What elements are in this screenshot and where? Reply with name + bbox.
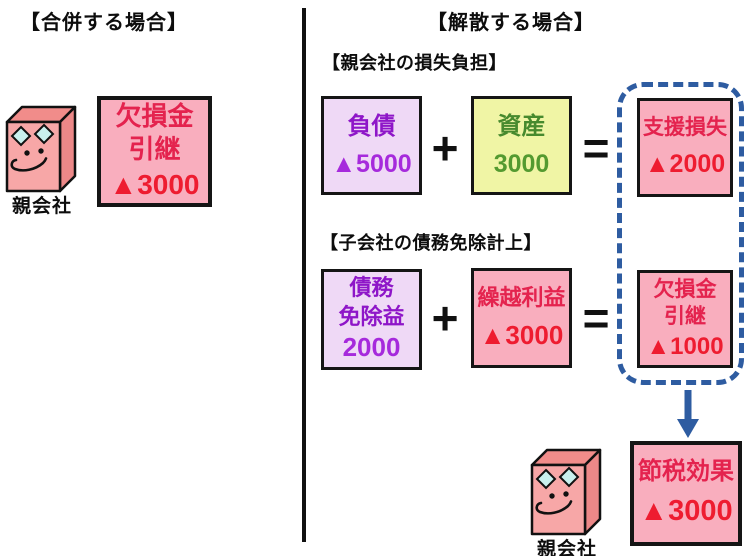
carried-forward-profit-box: 繰越利益 ▲3000 — [471, 268, 572, 368]
diamond-eye-icon — [558, 466, 580, 488]
box-line: ▲1000 — [646, 332, 724, 360]
assets-box: 資産 3000 — [471, 96, 572, 195]
box-line: 節税効果 — [638, 458, 734, 486]
box-line: 欠損金 — [653, 277, 717, 301]
parent-loss-heading: 【親会社の損失負担】 — [322, 53, 507, 73]
down-arrow-icon — [677, 390, 699, 438]
box-line: 債務 — [349, 274, 394, 300]
box-line: 2000 — [342, 332, 401, 363]
box-line: ▲3000 — [109, 169, 200, 201]
box-line: ▲2000 — [644, 150, 726, 179]
plus-operator: + — [431, 292, 459, 344]
parent-company-character — [5, 105, 77, 193]
box-line: 欠損金 — [115, 100, 194, 131]
smile-mouth-icon — [10, 157, 48, 172]
debt-forgiveness-gain-box: 債務 免除益 2000 — [321, 269, 422, 370]
equals-operator: = — [582, 292, 610, 344]
box-line: 3000 — [493, 149, 550, 178]
box-line: 負債 — [347, 112, 396, 140]
diamond-eye-icon — [33, 123, 55, 145]
box-line: 資産 — [497, 112, 546, 140]
equals-operator: = — [582, 122, 610, 174]
liabilities-box: 負債 ▲5000 — [321, 96, 422, 195]
tax-saving-box: 節税効果 ▲3000 — [630, 441, 742, 546]
vertical-divider — [302, 8, 306, 542]
box-line: ▲5000 — [331, 149, 412, 178]
box-line: 支援損失 — [643, 116, 727, 140]
merger-case-title: 【合併する場合】 — [20, 12, 188, 34]
diamond-eye-icon — [535, 468, 557, 490]
box-line: 引継 — [664, 305, 706, 329]
diamond-eye-icon — [10, 125, 32, 147]
smile-mouth-icon — [535, 500, 573, 515]
box-line: ▲3000 — [639, 495, 733, 528]
deficit-carryover-box: 欠損金 引継 ▲3000 — [97, 96, 212, 207]
box-line: 引継 — [128, 134, 181, 165]
parent-company-character — [530, 448, 602, 536]
box-line: 繰越利益 — [477, 284, 566, 310]
deficit-carryover-small-box: 欠損金 引継 ▲1000 — [637, 270, 733, 368]
support-loss-box: 支援損失 ▲2000 — [637, 98, 733, 197]
subsidiary-heading: 【子会社の債務免除計上】 — [320, 233, 542, 253]
dissolution-case-title: 【解散する場合】 — [427, 12, 595, 34]
highlight-dashed-frame — [617, 82, 744, 385]
box-line: 免除益 — [338, 303, 405, 329]
box-line: ▲3000 — [479, 319, 564, 350]
parent-company-label: 親会社 — [11, 196, 72, 217]
parent-company-label: 親会社 — [536, 539, 597, 556]
plus-operator: + — [431, 122, 459, 174]
